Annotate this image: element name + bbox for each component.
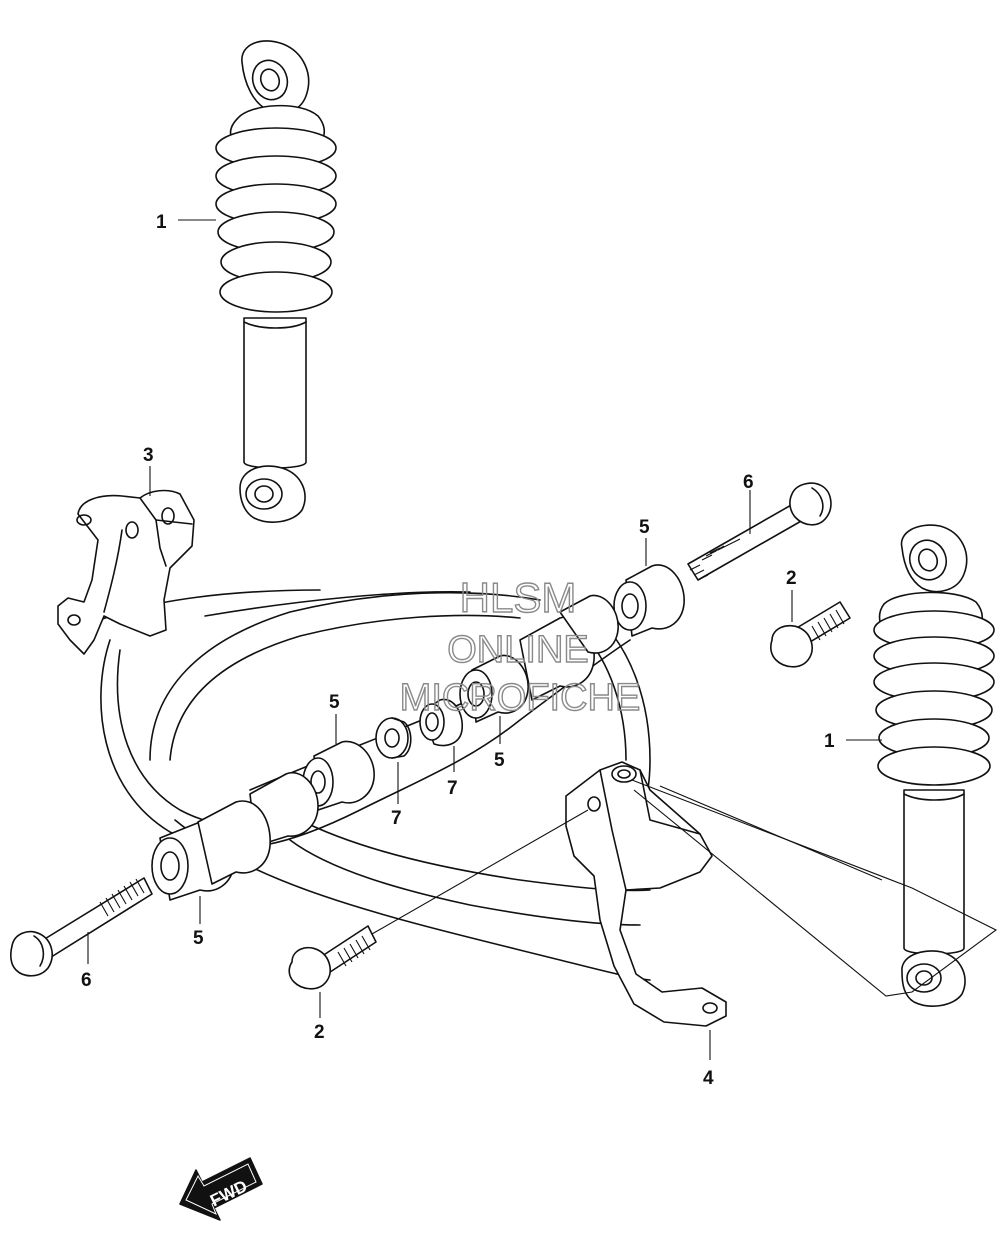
callout-5-mid-left: 5 <box>329 692 340 713</box>
watermark-line-3: MICROFICHE <box>400 677 641 719</box>
callout-leaders <box>87 219 882 1060</box>
callout-3: 3 <box>143 445 154 466</box>
bolt-2-bottom <box>288 925 377 990</box>
callout-7-left: 7 <box>391 808 402 829</box>
watermark-line-1: HLSM <box>460 574 577 621</box>
callout-1-right: 1 <box>824 731 835 752</box>
washer-7-right <box>419 698 464 747</box>
callout-5-mid-right: 5 <box>494 750 505 771</box>
forward-arrow-icon <box>179 1157 263 1221</box>
bracket-4 <box>565 761 727 1027</box>
bolt-6-top <box>687 482 832 581</box>
shock-absorber-left <box>215 40 337 523</box>
bushing-5-bottom <box>151 800 271 901</box>
shock-absorber-right <box>873 524 995 1007</box>
bushing-5-top <box>613 564 685 637</box>
guide-lines <box>371 779 998 997</box>
washer-7-left <box>375 717 412 759</box>
callout-2-bottom: 2 <box>314 1022 325 1043</box>
callout-6-bottom: 6 <box>81 970 92 991</box>
callout-4: 4 <box>703 1068 714 1089</box>
bolt-2-right <box>770 601 851 668</box>
bushing-5-mid-left <box>249 740 375 847</box>
callout-6-top: 6 <box>743 472 754 493</box>
fwd-badge: FWD <box>179 1157 263 1221</box>
bolt-6-bottom <box>10 877 153 977</box>
callout-7-right: 7 <box>447 778 458 799</box>
watermark-line-2: ONLINE <box>447 629 588 671</box>
callout-2-right: 2 <box>786 568 797 589</box>
callout-5-top: 5 <box>639 517 650 538</box>
bushing-5-mid-right <box>459 594 619 723</box>
watermark: HLSM ONLINE MICROFICHE <box>399 573 641 719</box>
callout-1-left: 1 <box>156 212 167 233</box>
callout-labels: 1 1 2 2 3 4 5 5 5 5 6 6 7 7 <box>81 212 835 1089</box>
callout-5-bottom: 5 <box>193 928 204 949</box>
bracket-3 <box>57 489 195 655</box>
